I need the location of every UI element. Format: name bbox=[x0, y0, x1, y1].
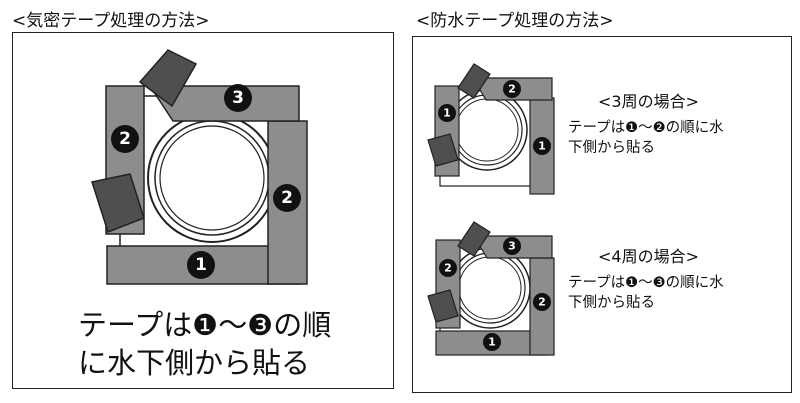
peeled-tape-end-left bbox=[91, 173, 145, 233]
case3-desc-line2: 下側から貼る bbox=[568, 140, 655, 156]
peeled-tape-end-top bbox=[138, 49, 198, 108]
peeled-tape-end-top bbox=[457, 221, 491, 257]
case4-desc-line2: 下側から貼る bbox=[568, 295, 655, 311]
peeled-tape-end-left bbox=[427, 133, 459, 167]
tape-number-badge: 1 bbox=[438, 104, 456, 122]
tape-number-2-left: 2 bbox=[444, 262, 452, 275]
tape-number-badge: 2 bbox=[533, 293, 551, 311]
tape-number-badge: 3 bbox=[503, 237, 521, 255]
case3-desc-line1: テープは❶～❷の順に水 bbox=[568, 120, 724, 136]
left-title: <気密テープ処理の方法> bbox=[12, 11, 210, 31]
tape-number-1-right: 1 bbox=[538, 140, 546, 153]
tape-number-badge: 2 bbox=[503, 80, 521, 98]
tape-number-1-left: 1 bbox=[443, 107, 451, 120]
peeled-tape-end-left bbox=[427, 289, 459, 323]
tape-number-3-top: 3 bbox=[508, 240, 516, 253]
case3-description: テープは❶～❷の順に水 下側から貼る bbox=[568, 118, 724, 158]
tape-number-badge: 1 bbox=[187, 251, 215, 279]
tape-number-2-top: 2 bbox=[508, 83, 516, 96]
tape-number-badge: 1 bbox=[483, 333, 501, 351]
airtight-caption-line2: に水下側から貼る bbox=[78, 346, 311, 380]
tape-number-2-left: 2 bbox=[119, 129, 131, 149]
airtight-caption: テープは❶～❸の順 に水下側から貼る bbox=[78, 306, 331, 382]
case3-heading: <3周の場合> bbox=[598, 92, 699, 111]
peeled-tape-end-top bbox=[457, 63, 491, 99]
tape-number-1-bottom: 1 bbox=[488, 336, 496, 349]
case4-desc-line1: テープは❶～❸の順に水 bbox=[568, 275, 724, 291]
tape-number-1: 1 bbox=[195, 255, 207, 275]
tape-number-badge: 2 bbox=[111, 125, 139, 153]
tape-number-badge: 2 bbox=[273, 184, 301, 212]
case4-description: テープは❶～❸の順に水 下側から貼る bbox=[568, 273, 724, 313]
tape-number-badge: 2 bbox=[439, 259, 457, 277]
tape-number-2-right: 2 bbox=[538, 296, 546, 309]
pipe-inner-ring bbox=[458, 256, 522, 320]
tape-number-2-right: 2 bbox=[281, 188, 293, 208]
right-title: <防水テープ処理の方法> bbox=[416, 11, 614, 31]
tape-3-top bbox=[148, 85, 300, 122]
tape-number-badge: 1 bbox=[533, 137, 551, 155]
tape-number-3: 3 bbox=[232, 88, 244, 108]
tape-number-badge: 3 bbox=[224, 84, 252, 112]
airtight-caption-line1: テープは❶～❸の順 bbox=[78, 308, 332, 342]
pipe-inner-ring bbox=[159, 125, 265, 231]
tape-2-right bbox=[529, 257, 555, 356]
case4-heading: <4周の場合> bbox=[598, 247, 699, 266]
